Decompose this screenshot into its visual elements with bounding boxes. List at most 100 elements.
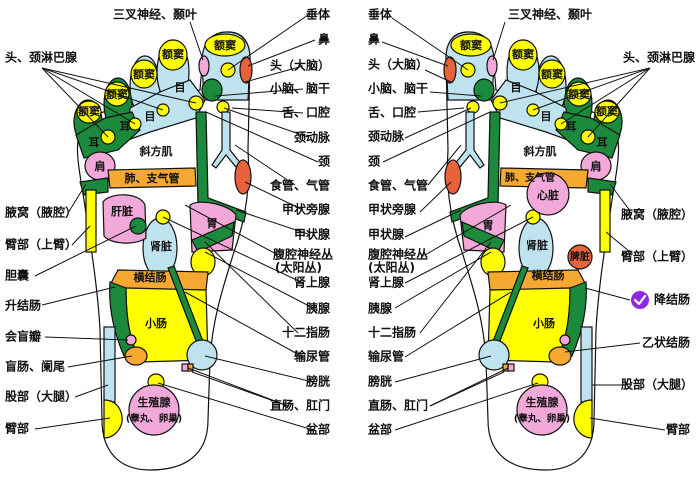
- label-cerebellum: 小脑、脑干: [368, 81, 428, 96]
- label-upper-arm: 臂部（上臂）: [621, 249, 693, 264]
- label-parathyroid: 甲状旁腺: [368, 202, 417, 217]
- label-adrenal: 肾上腺: [294, 275, 331, 290]
- label-solar-plexus: 腹腔神经丛: [368, 247, 428, 262]
- organ-transverse-colon: 横结肠: [134, 270, 167, 284]
- heart-area: [526, 172, 570, 216]
- organ-sinus: 额窦: [541, 67, 563, 81]
- label-esophagus: 食管、气管: [269, 178, 330, 193]
- label-duodenum: 十二指肠: [282, 325, 330, 340]
- label-rectum: 直肠、肛门: [368, 398, 428, 413]
- label-upper-arm: 臂部（上臂）: [5, 237, 77, 252]
- organ-lung: 肺、支气管: [505, 171, 555, 184]
- label-brain: 头（大脑）: [368, 57, 428, 72]
- organ-ear: 耳: [566, 120, 577, 133]
- label-lymph: 头、颈淋巴腺: [5, 50, 78, 65]
- organ-small-intestine: 小肠: [532, 316, 555, 330]
- label-trigeminal: 三叉神经、颞叶: [113, 7, 197, 22]
- label-duodenum: 十二指肠: [368, 325, 416, 340]
- organ-gonad: 生殖腺: [138, 395, 172, 409]
- label-pituitary: 垂体: [306, 7, 331, 22]
- label-adrenal: 肾上腺: [368, 275, 405, 290]
- left-leader-lines: [34, 14, 319, 431]
- label-tongue: 舌、口腔: [282, 105, 330, 120]
- organ-stomach: 胃: [207, 217, 218, 230]
- label-ureter: 输尿管: [368, 349, 404, 364]
- label-nose: 鼻: [318, 32, 330, 47]
- label-neck: 颈: [367, 155, 380, 169]
- organ-sinus: 额窦: [512, 47, 534, 61]
- label-thyroid: 甲状腺: [294, 227, 331, 242]
- organ-sinus: 额窦: [596, 104, 618, 118]
- spleen-area: [567, 244, 593, 270]
- organ-transverse-colon: 横结肠: [532, 268, 565, 282]
- organ-eye: 目: [511, 81, 522, 94]
- organ-stomach: 胃: [483, 219, 494, 232]
- organ-sinus: 额窦: [460, 38, 482, 52]
- organ-kidney: 肾脏: [150, 239, 172, 253]
- label-ureter: 输尿管: [294, 349, 330, 364]
- organ-eye: 目: [541, 110, 552, 123]
- organ-lung: 肺、支气管: [125, 171, 180, 185]
- left-labels: 三叉神经、颞叶 头、颈淋巴腺 垂体 鼻 头（大脑） 小脑、脑干 舌、口腔 颈动脉…: [5, 7, 333, 437]
- label-rectum: 直肠、肛门: [270, 398, 330, 413]
- organ-eye: 目: [145, 110, 156, 123]
- label-carotid: 颈动脉: [293, 130, 331, 145]
- label-ascending-colon: 升结肠: [5, 298, 41, 313]
- label-thyroid: 甲状腺: [368, 227, 405, 242]
- label-solar-plexus: 腹腔神经丛: [273, 247, 333, 262]
- label-trigeminal: 三叉神经、颞叶: [508, 7, 592, 22]
- organ-heart: 心脏: [537, 188, 559, 202]
- organ-gonad-sub: (睾丸、卵巢): [126, 413, 182, 425]
- organ-spleen: 脾脏: [570, 250, 590, 263]
- organ-ear: 耳: [89, 136, 100, 149]
- gallbladder-area: [129, 217, 147, 235]
- label-gallbladder: 胆囊: [5, 268, 30, 283]
- label-tongue: 舌、口腔: [368, 105, 416, 120]
- label-cerebellum: 小脑、脑干: [270, 81, 330, 96]
- organ-gonad: 生殖腺: [526, 395, 560, 409]
- organ-liver: 肝脏: [111, 204, 133, 218]
- label-cecum: 盲肠、阑尾: [5, 359, 65, 374]
- label-thigh: 股部（大腿）: [621, 377, 693, 392]
- left-organ-texts: 额窦 额窦 额窦 额窦 额窦 目 目 耳 耳 斜方肌 肩 肺、支气管 肝脏 肾脏…: [78, 38, 236, 425]
- organ-trapezius: 斜方肌: [139, 144, 173, 158]
- organ-sinus: 额窦: [162, 47, 184, 61]
- label-solar-plexus-sub: (太阳丛): [368, 260, 415, 275]
- left-foot: 额窦 额窦 额窦 额窦 额窦 目 目 耳 耳 斜方肌 肩 肺、支气管 肝脏 肾脏…: [5, 7, 333, 471]
- right-leader-lines: [381, 17, 666, 431]
- label-bladder: 膀胱: [367, 374, 392, 389]
- label-pancreas: 胰腺: [306, 301, 331, 316]
- organ-shoulder: 肩: [591, 159, 602, 173]
- label-ileocecal: 会盲瓣: [5, 329, 41, 344]
- label-esophagus: 食管、气管: [367, 178, 428, 193]
- check-badge-icon[interactable]: [631, 291, 649, 309]
- label-solar-plexus-sub: (太阳丛): [275, 260, 322, 275]
- organ-shoulder: 肩: [95, 159, 106, 173]
- organ-eye: 目: [175, 81, 186, 94]
- label-brain: 头（大脑）: [270, 58, 330, 73]
- label-hip: 臂部: [5, 421, 29, 436]
- organ-sinus: 额窦: [78, 104, 100, 118]
- right-foot: 额窦 额窦 额窦 额窦 额窦 目 目 耳 耳 斜方肌 肩 肺、支气管 心脏 脾脏…: [367, 7, 696, 471]
- label-armpit: 腋窝（腋腔）: [621, 207, 693, 222]
- label-hip: 臂部: [666, 422, 690, 437]
- label-neck: 颈: [317, 155, 330, 169]
- organ-gonad-sub: (睾丸、卵巢): [514, 413, 570, 425]
- organ-trapezius: 斜方肌: [523, 144, 557, 158]
- organ-ear: 耳: [597, 136, 608, 149]
- label-thigh: 股部（大腿）: [5, 389, 77, 404]
- organ-ear: 耳: [120, 120, 131, 133]
- label-lymph: 头、颈淋巴腺: [623, 50, 696, 65]
- label-descending-colon: 降结肠: [654, 292, 690, 307]
- label-parathyroid: 甲状旁腺: [282, 202, 331, 217]
- right-labels: 垂体 鼻 头（大脑） 小脑、脑干 舌、口腔 颈动脉 颈 食管、气管 甲状旁腺 甲…: [367, 7, 696, 437]
- label-pelvis: 盆部: [367, 422, 392, 437]
- label-pituitary: 垂体: [368, 7, 393, 22]
- organ-sinus: 额窦: [133, 67, 155, 81]
- organ-sinus: 额窦: [214, 38, 236, 52]
- right-organ-texts: 额窦 额窦 额窦 额窦 额窦 目 目 耳 耳 斜方肌 肩 肺、支气管 心脏 脾脏…: [460, 38, 618, 425]
- label-pelvis: 盆部: [305, 422, 330, 437]
- label-bladder: 膀胱: [305, 374, 330, 389]
- label-nose: 鼻: [368, 32, 380, 47]
